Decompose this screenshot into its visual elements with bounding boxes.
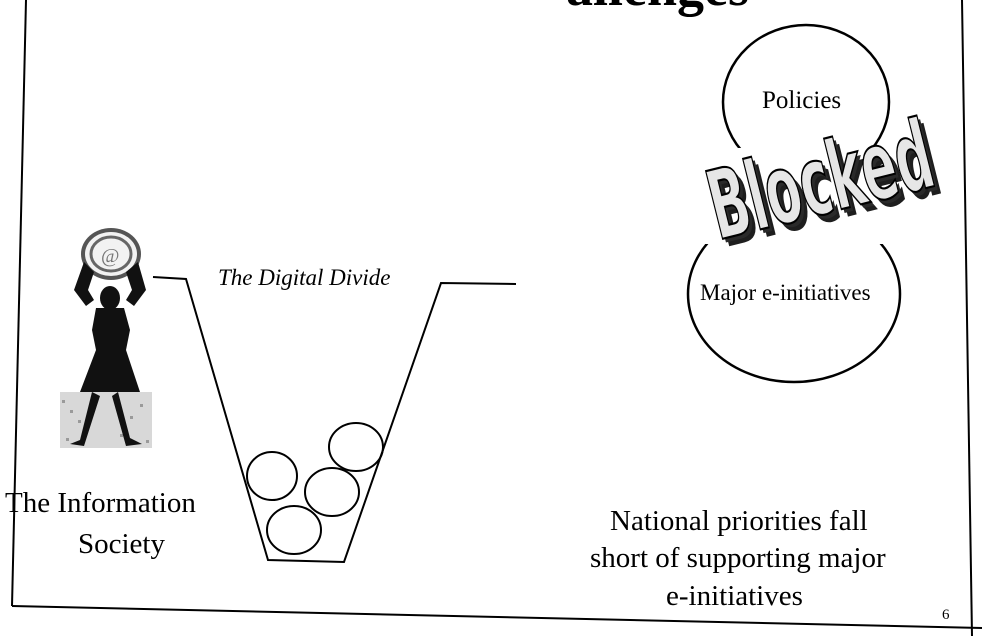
funnel-ball	[266, 505, 322, 555]
slide-title: allenges	[566, 0, 749, 17]
slide-border	[11, 0, 982, 636]
digital-divide-funnel	[152, 276, 517, 564]
national-priorities-line3: e-initiatives	[666, 580, 803, 612]
person-holding-at-sign-icon: @	[60, 228, 152, 448]
digital-divide-label: The Digital Divide	[218, 265, 390, 290]
national-priorities-line1: National priorities fall	[610, 505, 868, 537]
at-sign-symbol: @	[101, 245, 119, 267]
funnel-ball	[304, 467, 360, 517]
svg-text:Blocked: Blocked	[697, 100, 944, 263]
page-number: 6	[942, 607, 950, 623]
funnel-ball	[328, 422, 384, 472]
information-society-line1: The Information	[5, 487, 196, 519]
national-priorities-line2: short of supporting major	[590, 542, 886, 574]
funnel-balls	[246, 422, 384, 555]
funnel-ball	[246, 451, 298, 501]
information-society-line2: Society	[78, 528, 165, 560]
major-e-initiatives-label: Major e-initiatives	[700, 280, 871, 305]
policies-label: Policies	[762, 87, 841, 114]
blocked-stamp: Blocked Blocked Blocked	[696, 100, 951, 271]
